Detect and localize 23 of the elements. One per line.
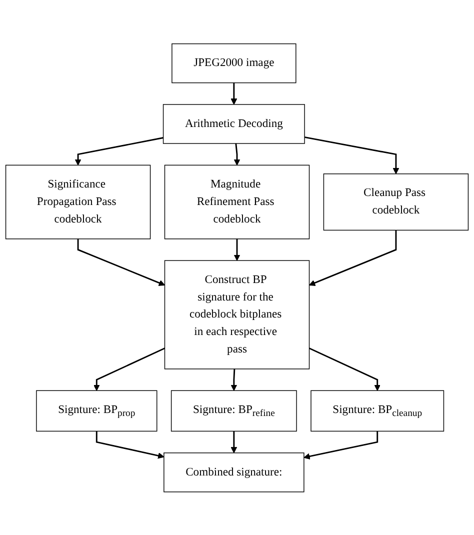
node-box: Signture: BP$_{cleanup}$ bbox=[310, 390, 444, 432]
arrow bbox=[77, 238, 166, 286]
node-box: Construct BP signature for the codeblock bitplanes in each respective pass bbox=[164, 260, 310, 369]
node-box: JPEG2000 image bbox=[172, 43, 296, 83]
node-box: Magnitude Refinement Pass codeblock bbox=[164, 164, 310, 239]
arrow bbox=[308, 230, 397, 286]
arrow bbox=[230, 82, 238, 104]
arrow bbox=[96, 430, 164, 458]
arrow bbox=[74, 136, 164, 166]
arrow bbox=[234, 143, 240, 166]
node-box: Signture: BP$_{prop}$ bbox=[36, 390, 158, 432]
arrow bbox=[230, 430, 238, 453]
node-box: Signture: BP$_{refine}$ bbox=[170, 390, 297, 432]
arrow bbox=[230, 368, 238, 391]
node-box: Arithmetic Decoding bbox=[162, 104, 305, 144]
arrow bbox=[93, 347, 166, 391]
node-box: Cleanup Pass codeblock bbox=[323, 173, 469, 230]
node-box: Significance Propagation Pass codeblock bbox=[5, 164, 151, 239]
node-box: Combined signature: bbox=[164, 452, 304, 492]
arrow bbox=[304, 136, 400, 174]
arrow bbox=[304, 430, 378, 460]
arrow bbox=[234, 238, 240, 260]
arrow bbox=[308, 347, 381, 391]
